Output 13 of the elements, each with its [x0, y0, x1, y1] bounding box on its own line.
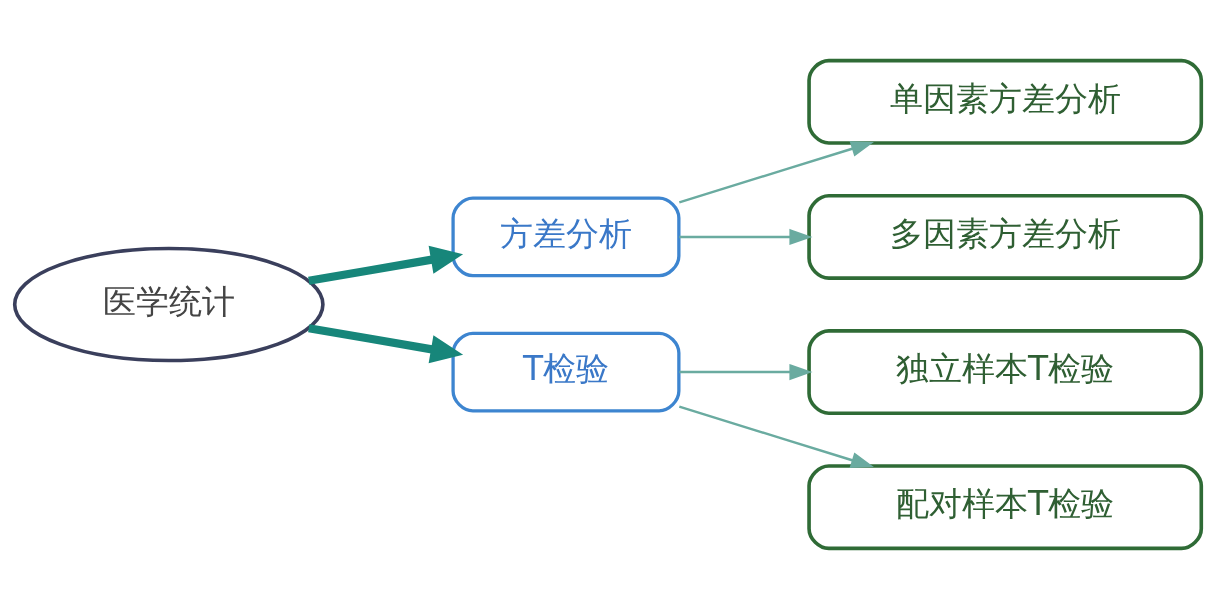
arrow — [308, 323, 464, 363]
arrow — [679, 228, 813, 245]
arrow — [678, 140, 874, 203]
node-box: 配对样本T检验 — [807, 463, 1204, 550]
node-box: T检验 — [451, 331, 681, 412]
node-box: 多因素方差分析 — [807, 193, 1204, 280]
node-box: 方差分析 — [451, 196, 681, 277]
node-box: 独立样本T检验 — [807, 328, 1204, 415]
arrow — [678, 405, 874, 468]
arrow — [679, 363, 813, 380]
node-box: 单因素方差分析 — [807, 58, 1204, 145]
arrow — [308, 245, 464, 285]
node-ellipse: 医学统计 — [12, 246, 325, 362]
